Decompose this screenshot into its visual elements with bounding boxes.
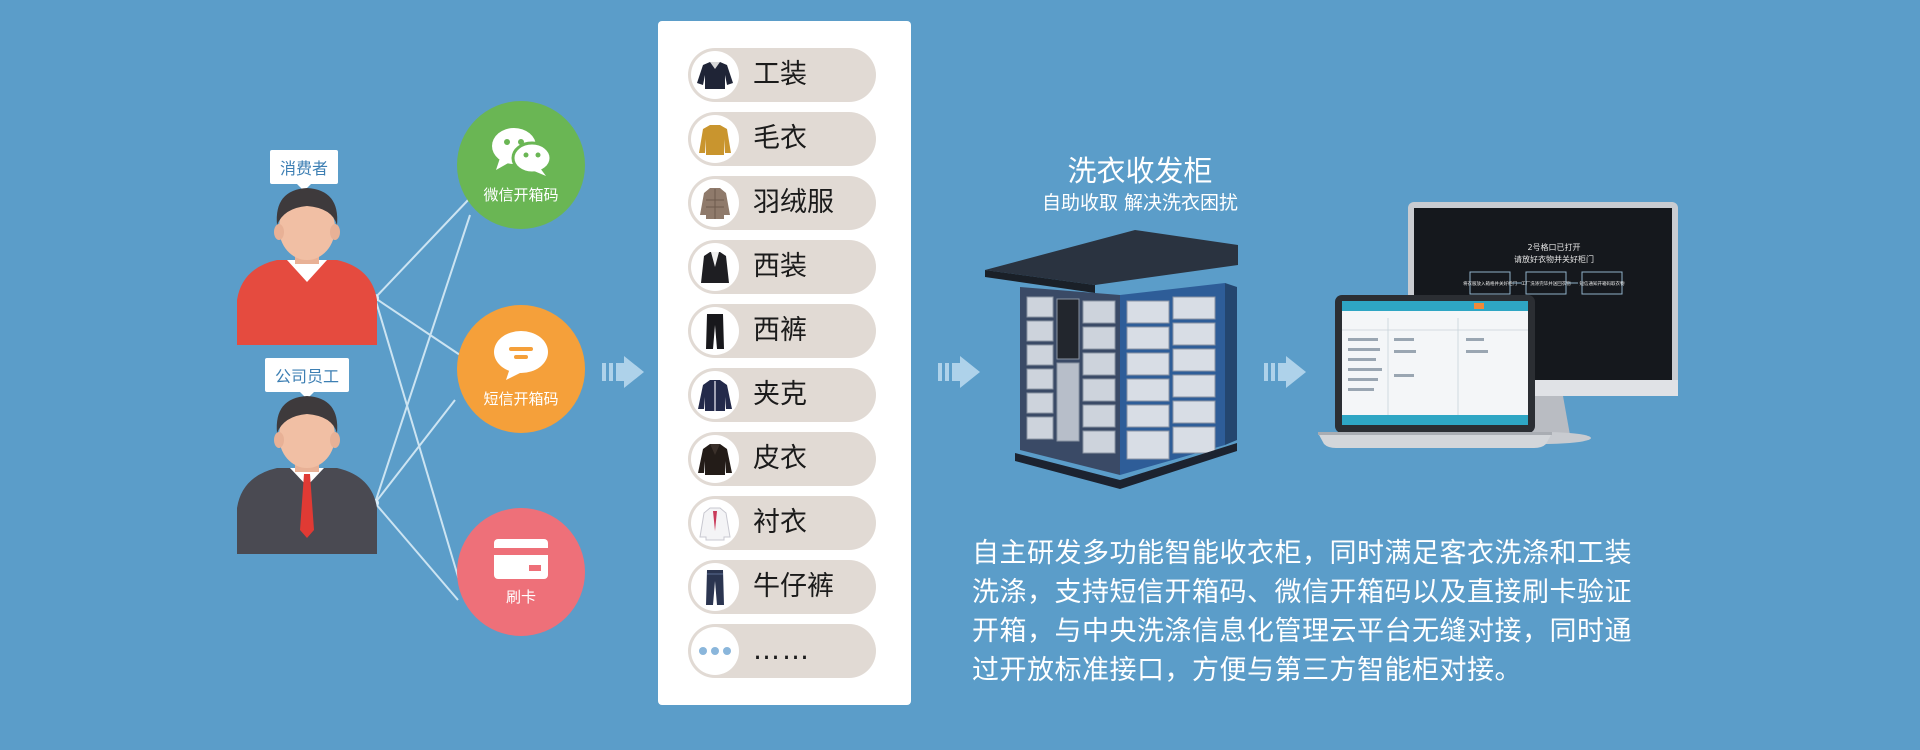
down-jacket-icon [700, 188, 730, 219]
sms-icon [494, 330, 548, 380]
monitor-step: 工厂洗涤完毕并送回衣物 [1521, 280, 1571, 287]
workwear-icon [697, 62, 733, 89]
clothing-label: 夹克 [753, 379, 807, 410]
employee-label: 公司员工 [265, 358, 350, 399]
wechat-icon [492, 127, 553, 176]
clothing-item-more: …… [688, 624, 876, 678]
method-card: 刷卡 [457, 508, 585, 636]
clothing-label: 衬衣 [753, 507, 807, 538]
laundry-cabinet-illustration [985, 230, 1238, 489]
clothing-label: 工装 [753, 59, 807, 90]
more-icon [699, 647, 731, 655]
jeans-icon [706, 570, 724, 605]
suit-icon [701, 252, 729, 283]
clothing-item-jeans: 牛仔裤 [688, 560, 876, 614]
flow-arrow-icon [1264, 356, 1306, 388]
consumer-avatar-icon [237, 188, 377, 345]
clothing-label: 西裤 [753, 315, 807, 346]
monitor-line1: 2号格口已打开 [1527, 242, 1580, 252]
clothing-item-trousers: 西裤 [688, 304, 876, 358]
clothing-item-down-jacket: 羽绒服 [688, 176, 876, 230]
jacket-icon [698, 380, 732, 411]
method-sms: 短信开箱码 [457, 305, 585, 433]
sweater-icon [699, 125, 731, 155]
monitor-step: 短信通知开箱码取衣物 [1580, 280, 1625, 287]
employee-avatar-icon [237, 396, 377, 554]
method-wechat: 微信开箱码 [457, 101, 585, 229]
clothing-item-shirt: 衬衣 [688, 496, 876, 550]
shirt-icon [699, 507, 731, 541]
monitor-line2: 请放好衣物并关好柜门 [1514, 254, 1594, 264]
consumer-figure: 消费者 [232, 150, 382, 345]
flow-arrow-icon [938, 356, 980, 388]
cabinet-title: 洗衣收发柜 [1067, 154, 1213, 188]
clothing-label: 毛衣 [753, 123, 807, 154]
card-icon [494, 538, 548, 579]
consumer-label: 消费者 [270, 150, 339, 191]
clothing-label: 皮衣 [753, 443, 807, 474]
leather-jacket-icon [698, 444, 732, 475]
monitor-laptop-illustration: 2号格口已打开 请放好衣物并关好柜门 将衣服放入箱格并关好柜门 工厂洗涤完毕并送… [1318, 202, 1678, 448]
clothing-item-workwear: 工装 [688, 48, 876, 102]
clothing-label: 西装 [753, 251, 807, 282]
clothing-label: 羽绒服 [753, 187, 834, 218]
clothing-item-suit: 西装 [688, 240, 876, 294]
trousers-icon [706, 314, 724, 349]
method-label: 短信开箱码 [483, 389, 559, 408]
clothing-types-panel: 工装 毛衣 羽绒服 西装 西裤 夹克 皮衣 衬衣 [658, 21, 911, 705]
clothing-item-sweater: 毛衣 [688, 112, 876, 166]
method-label: 刷卡 [505, 587, 536, 606]
flow-arrow-icon [602, 356, 644, 388]
clothing-label: …… [753, 635, 811, 666]
clothing-item-jacket: 夹克 [688, 368, 876, 422]
clothing-label: 牛仔裤 [753, 571, 834, 602]
method-label: 微信开箱码 [483, 185, 559, 204]
employee-figure: 公司员工 [232, 358, 382, 554]
cabinet-subtitle: 自助收取 解决洗衣困扰 [1041, 192, 1239, 214]
monitor-step: 将衣服放入箱格并关好柜门 [1463, 280, 1517, 287]
clothing-item-leather-jacket: 皮衣 [688, 432, 876, 486]
product-description: 自主研发多功能智能收衣柜，同时满足客衣洗涤和工装洗涤，支持短信开箱码、微信开箱码… [972, 538, 1632, 686]
